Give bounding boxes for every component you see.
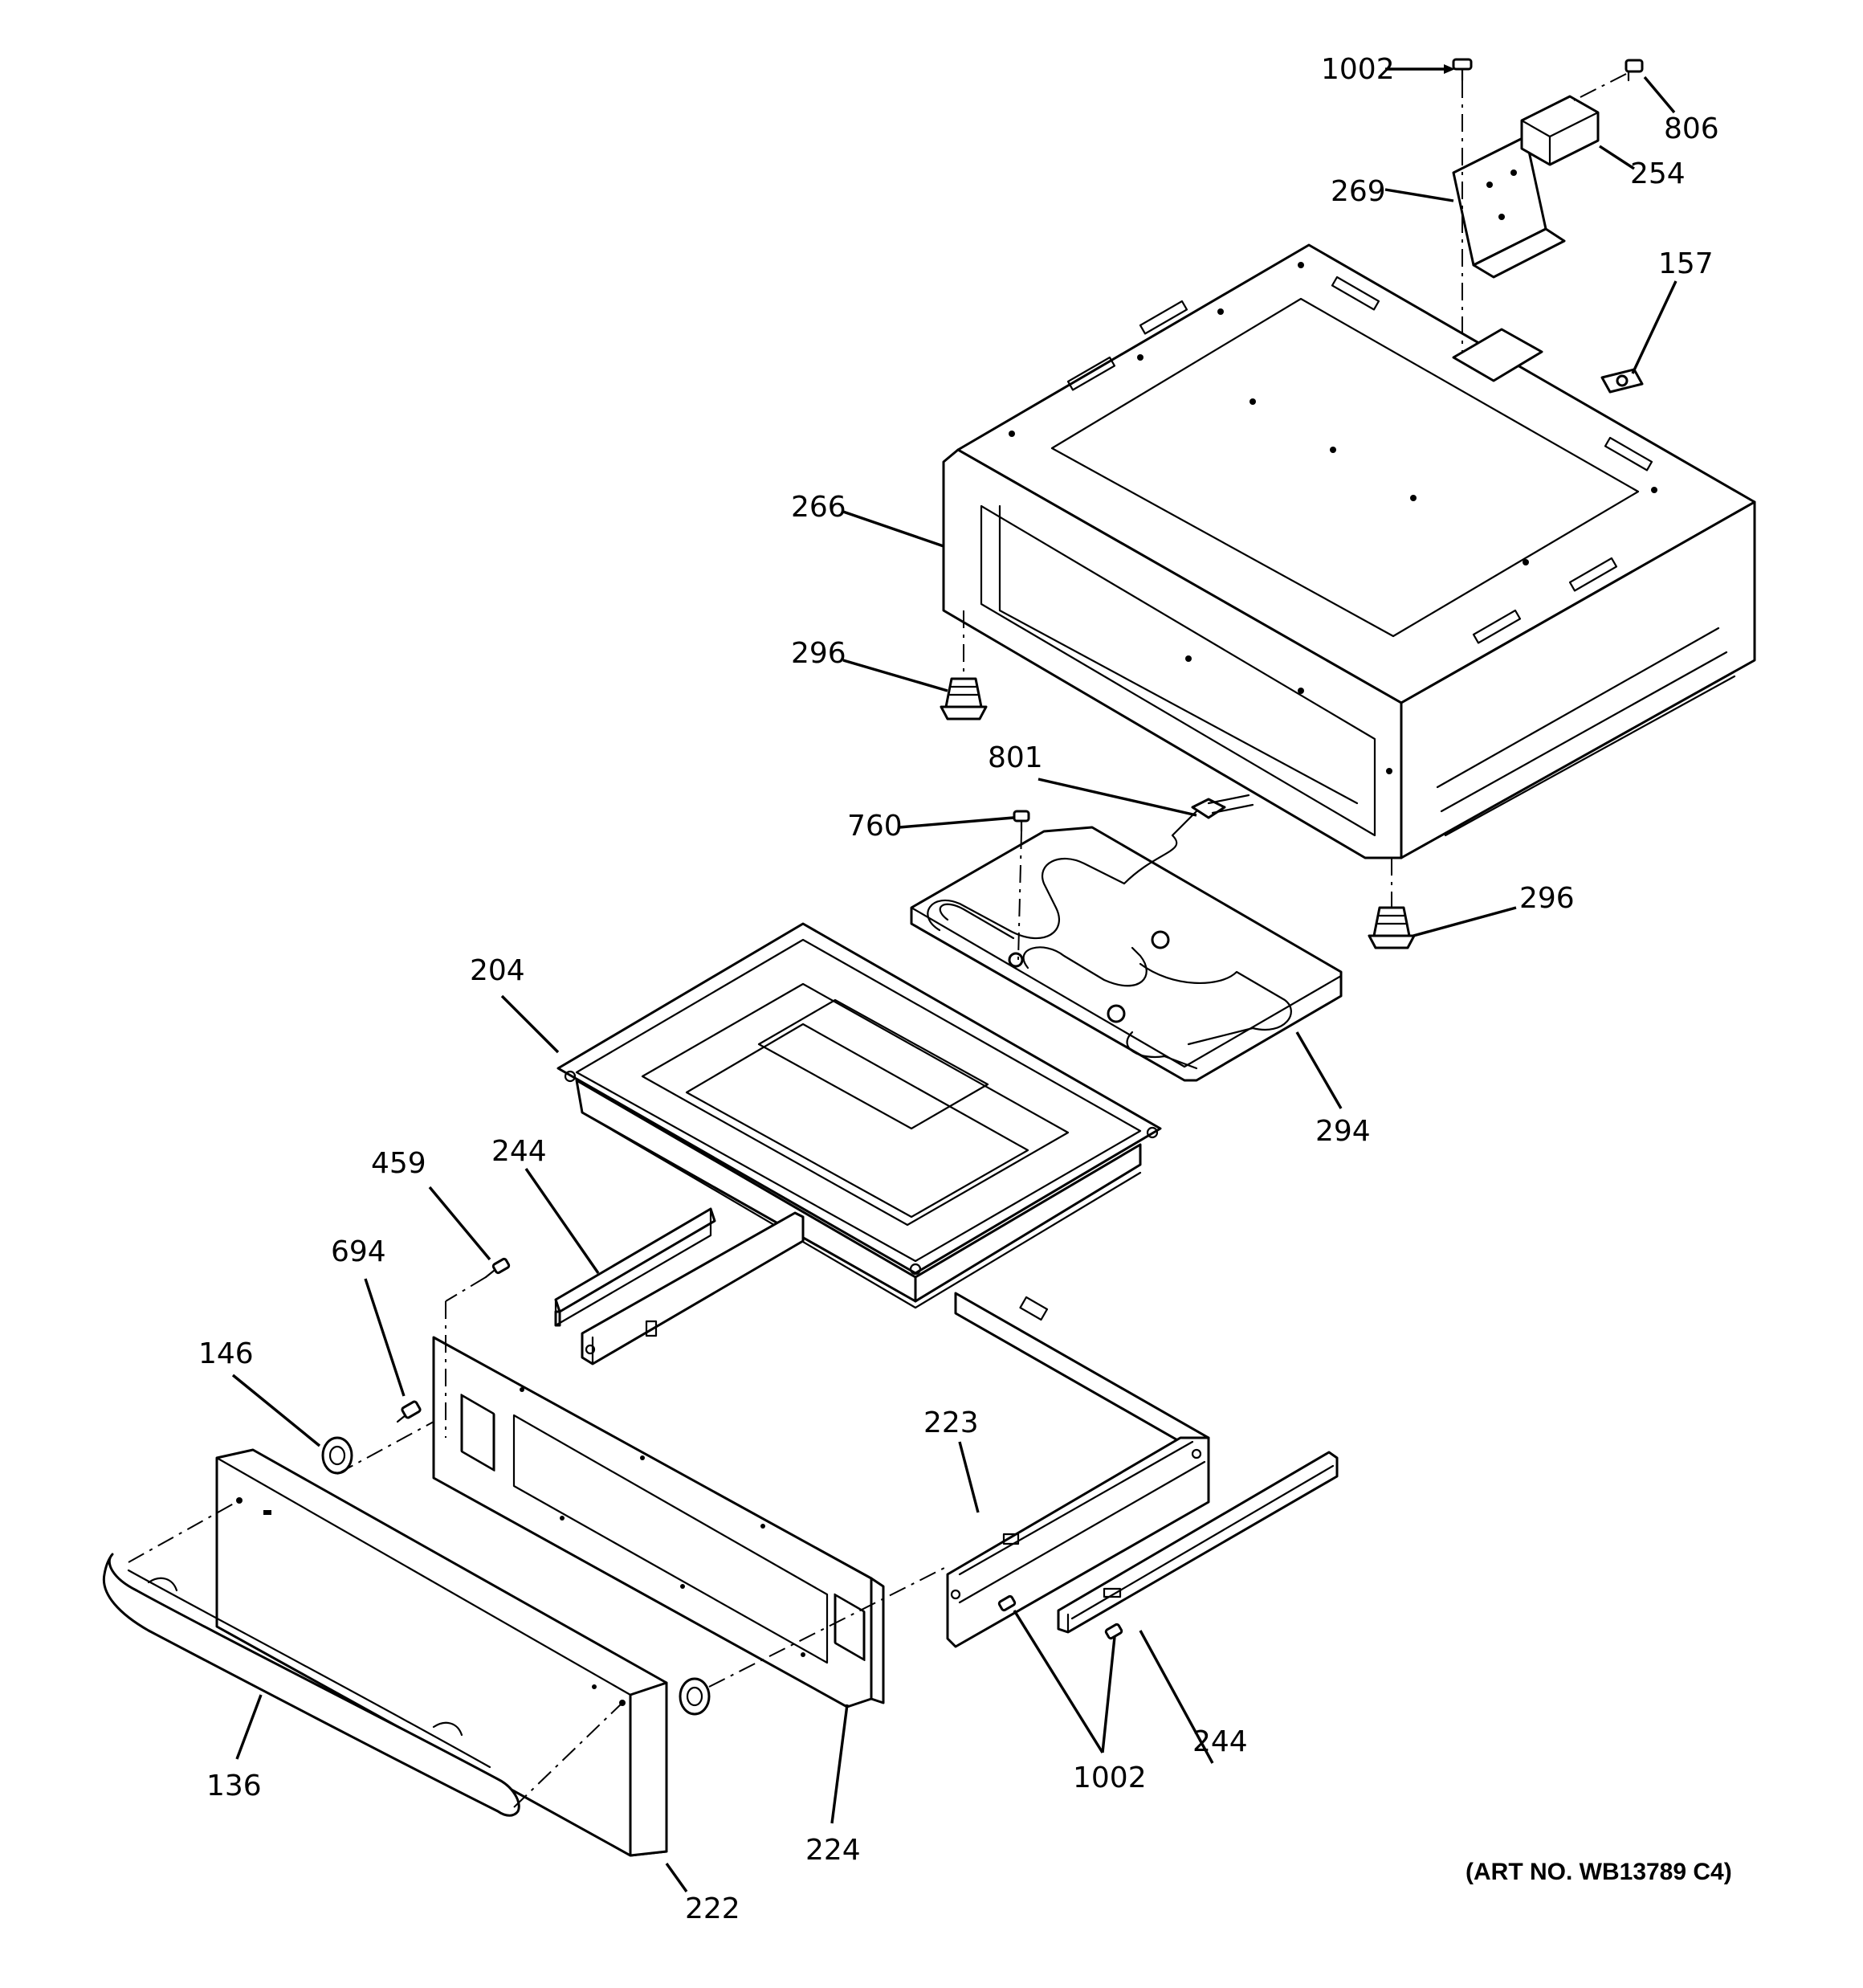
callout-254: 254 — [1630, 157, 1686, 190]
callout-801: 801 — [988, 741, 1043, 774]
screw-1002-bottom-left — [997, 1594, 1017, 1612]
spacer-axis-right — [708, 1565, 948, 1688]
callout-146: 146 — [198, 1337, 254, 1370]
callout-labels: 1002 806 254 269 157 266 296 801 760 296… — [198, 53, 1732, 1925]
heating-element-801 — [927, 794, 1292, 1070]
drawer-slide-244-right — [1057, 1451, 1339, 1634]
screw-459 — [484, 1257, 511, 1279]
heater-plate-294 — [910, 826, 1343, 1082]
callout-157: 157 — [1658, 247, 1714, 280]
bracket-269 — [1452, 135, 1566, 279]
handle-axis-right — [513, 1702, 623, 1808]
screw-459-axis — [445, 1276, 487, 1302]
screw-1002-top — [1452, 58, 1473, 82]
callout-459: 459 — [371, 1147, 426, 1180]
drawer-inner-panel-224 — [432, 1336, 885, 1708]
leveling-leg-296-right — [1368, 906, 1416, 949]
drawer-cabinet-266 — [942, 243, 1756, 859]
callout-1002-top: 1002 — [1321, 53, 1395, 86]
drawer-handle-136 — [102, 1553, 520, 1817]
screw-806-axis — [1573, 73, 1627, 101]
callout-136: 136 — [206, 1770, 262, 1802]
drawer-pan-204 — [556, 922, 1162, 1309]
screw-694 — [396, 1400, 422, 1423]
handle-axis-left — [128, 1500, 240, 1563]
callout-224: 224 — [805, 1834, 861, 1867]
spacer-146-right — [679, 1677, 711, 1716]
callout-1002-bottom: 1002 — [1073, 1761, 1147, 1794]
callout-760: 760 — [847, 810, 903, 843]
screw-760 — [1013, 810, 1030, 833]
drawer-front-222 — [215, 1448, 668, 1857]
callout-222: 222 — [685, 1892, 740, 1925]
terminal-block-254 — [1520, 95, 1600, 166]
leader-lines — [231, 64, 1678, 1892]
callout-223: 223 — [923, 1406, 979, 1439]
callout-296-left: 296 — [791, 637, 846, 670]
drawer-slide-244-left — [554, 1207, 805, 1365]
sensor-157 — [1600, 368, 1644, 394]
callout-244-right: 244 — [1192, 1725, 1248, 1758]
drawer-frame-223 — [946, 1292, 1210, 1648]
leveling-leg-296-left — [940, 677, 988, 720]
callout-204: 204 — [470, 954, 525, 987]
callout-244-left: 244 — [491, 1135, 547, 1168]
callout-266: 266 — [791, 491, 846, 524]
callout-296-right: 296 — [1519, 882, 1575, 915]
callout-294: 294 — [1315, 1115, 1371, 1148]
callout-806: 806 — [1664, 112, 1719, 145]
screw-1002-bottom-right — [1104, 1623, 1123, 1640]
screw-760-axis — [1017, 831, 1022, 961]
callout-269: 269 — [1331, 175, 1386, 208]
callout-694: 694 — [331, 1235, 386, 1268]
art-number: (ART NO. WB13789 C4) — [1466, 1859, 1732, 1885]
spacer-axis-left — [336, 1421, 434, 1475]
screw-806 — [1625, 59, 1644, 82]
